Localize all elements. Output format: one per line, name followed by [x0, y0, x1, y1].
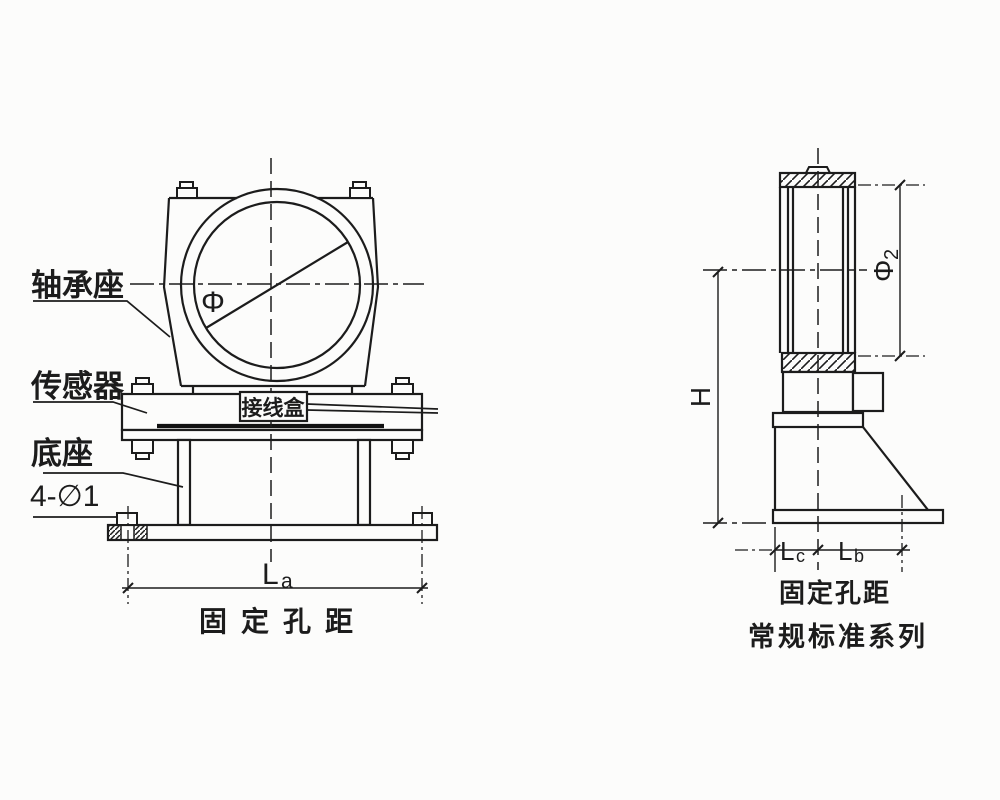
- lclb-tick-center: [812, 544, 824, 556]
- la-label: L: [262, 558, 279, 591]
- h-tick-bottom: [712, 517, 724, 529]
- hole-sleeve-left: [116, 512, 138, 526]
- bearing-housing: [162, 181, 380, 394]
- lb-label-sub: b: [854, 546, 864, 566]
- base-stand: [106, 438, 439, 542]
- dimension-h: H: [685, 266, 724, 529]
- sensor-label: 传感器: [30, 369, 125, 404]
- phi2-label: Φ: [868, 260, 899, 282]
- plate-bolt-bottom-left-base: [131, 439, 154, 454]
- plate-bolt-top-left-base: [131, 383, 154, 395]
- mounting-post-right: [356, 438, 372, 527]
- bearing-bore-circle: [192, 200, 362, 370]
- base-plate-hatch-left: [107, 524, 122, 541]
- holes-label: 4-∅1: [30, 480, 100, 513]
- la-label-sub: a: [281, 570, 293, 593]
- plate-bolt-bottom-right-tip: [395, 452, 410, 460]
- housing-right-edge: [363, 197, 380, 387]
- la-tick-right: [416, 582, 428, 594]
- lb-label: L: [838, 536, 852, 566]
- junction-box-label: 接线盒: [242, 396, 306, 420]
- front-hole-span-label: 固定孔距: [199, 605, 367, 637]
- phi2-tick-bottom: [894, 350, 906, 362]
- h-tick-top: [712, 266, 724, 278]
- front-view: 接线盒 L a 固定孔距 轴承座 传感器 底座 4-∅1 Φ: [30, 158, 439, 637]
- side-view: H Φ 2 L c L b 固定孔: [685, 148, 945, 652]
- mounting-post-left: [176, 438, 192, 527]
- lclb-tick-left: [769, 544, 781, 556]
- bearing-seat-label: 轴承座: [31, 268, 124, 303]
- lc-label-sub: c: [796, 546, 805, 566]
- part-labels: 轴承座 传感器 底座 4-∅1 Φ: [30, 268, 225, 518]
- bearing-outer-circle: [179, 187, 375, 383]
- housing-bolt-left-base: [176, 187, 198, 199]
- bore-diameter-label: Φ: [201, 286, 225, 319]
- base-leader: [43, 472, 184, 488]
- base-plate-hatch-right: [133, 524, 148, 541]
- stand-side: [771, 426, 945, 525]
- series-caption: 常规标准系列: [748, 622, 928, 652]
- cable-line-1: [306, 403, 439, 410]
- side-hole-span-label: 固定孔距: [779, 578, 891, 608]
- sensor-leader: [33, 401, 148, 414]
- phi2-tick-top: [894, 179, 906, 191]
- plate-bolt-top-right-base: [391, 383, 414, 395]
- housing-bolt-right-base: [349, 187, 371, 199]
- bore-diameter-line: [205, 241, 349, 329]
- bearing-seat-leader: [33, 300, 171, 338]
- sensor-side: [771, 370, 885, 429]
- sensor-lower-band: [120, 428, 424, 442]
- la-tick-left: [122, 582, 134, 594]
- base-label: 底座: [31, 436, 93, 471]
- stand-gusset-diagonal: [862, 426, 929, 511]
- cable-line-2: [306, 409, 439, 414]
- lclb-tick-right: [896, 544, 908, 556]
- phi2-label-sub: 2: [881, 249, 903, 260]
- dimension-lc-lb: L c L b 固定孔距: [735, 495, 910, 608]
- plate-bolt-bottom-left-tip: [135, 452, 150, 460]
- dimension-phi2: Φ 2: [858, 179, 925, 362]
- h-label: H: [685, 387, 716, 407]
- plate-bolt-bottom-right-base: [391, 439, 414, 454]
- lc-label: L: [780, 536, 794, 566]
- junction-box: [238, 390, 309, 423]
- dimension-la: L a 固定孔距: [122, 558, 428, 637]
- base-plate: [106, 523, 439, 542]
- junction-box-side: [851, 371, 885, 413]
- base-plate-side: [771, 508, 945, 525]
- housing-left-edge: [162, 197, 183, 387]
